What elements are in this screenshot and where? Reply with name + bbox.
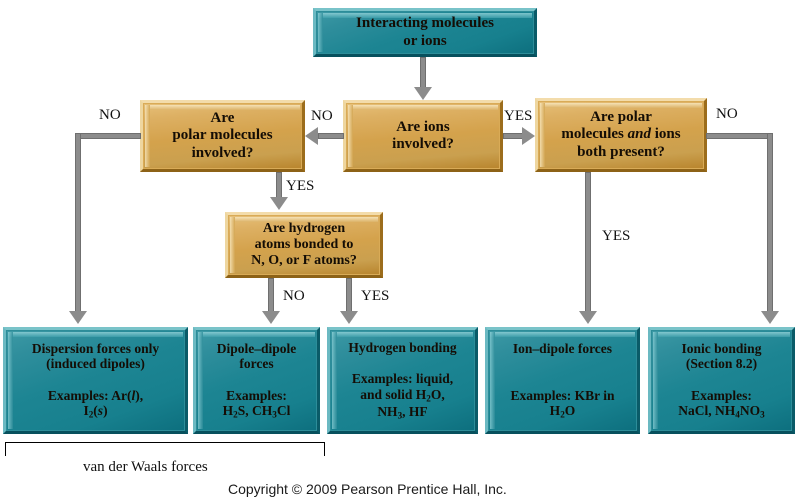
result-iondipole-ex2-sub: 2 xyxy=(560,409,565,420)
arrowhead-ions-no xyxy=(305,127,318,145)
result-dipole-ex-h: H xyxy=(222,403,234,419)
result-dipole-title1: Dipole–dipole xyxy=(216,340,297,356)
connector-polarions-no-vertical xyxy=(767,133,773,313)
result-box-ion-dipole: Ion–dipole forces Examples: KBr in H2O xyxy=(485,327,640,434)
edge-label-polar-yes: YES xyxy=(286,178,315,194)
edge-label-polarions-no: NO xyxy=(716,106,738,122)
decision-polar-line1: Are xyxy=(210,109,235,126)
arrowhead-ions-yes xyxy=(522,127,535,145)
arrowhead-hydrogen-yes xyxy=(340,311,358,324)
result-iondipole-ex2-post: O xyxy=(564,403,576,419)
decision-hydrogen-line1: Are hydrogen xyxy=(262,220,346,236)
result-dipole-ex-s: S, CH xyxy=(237,403,273,419)
decision-polarions-line2-post: ions xyxy=(650,126,681,143)
decision-box-polar-and-ions: Are polar molecules and ions both presen… xyxy=(535,98,707,172)
result-ionic-title2: (Section 8.2) xyxy=(685,356,758,372)
result-hbond-ex3-post: , HF xyxy=(402,403,428,419)
result-dispersion-title1: Dispersion forces only xyxy=(31,340,160,356)
decision-polar-line3: involved? xyxy=(191,144,254,161)
result-ionic-title1: Ionic bonding xyxy=(681,340,762,356)
arrowhead-polar-no xyxy=(69,311,87,324)
arrowhead-hydrogen-no xyxy=(262,311,280,324)
decision-polar-line2: polar molecules xyxy=(172,127,273,144)
result-hbond-ex2-post: O, xyxy=(430,386,445,402)
result-dispersion-ex2-post: ) xyxy=(103,403,108,419)
decision-box-hydrogen-atoms: Are hydrogen atoms bonded to N, O, or F … xyxy=(225,212,383,278)
decision-ions-line2: involved? xyxy=(392,136,454,152)
start-box-interacting-molecules: Interacting molecules or ions xyxy=(313,8,537,57)
result-dispersion-ex2-pre: I xyxy=(83,403,89,419)
edge-label-ions-yes: YES xyxy=(504,108,533,124)
result-ionic-ex2-mid: NO xyxy=(739,403,761,419)
result-iondipole-title1: Ion–dipole forces xyxy=(512,340,613,356)
connector-polarions-yes xyxy=(585,172,591,313)
decision-ions-line1: Are ions xyxy=(396,118,450,135)
result-box-dispersion-forces: Dispersion forces only (induced dipoles)… xyxy=(3,327,188,434)
decision-box-ions-involved: Are ions involved? xyxy=(343,100,503,172)
connector-polar-no-horizontal xyxy=(75,133,141,139)
result-hbond-ex2-pre: and solid H xyxy=(360,386,427,402)
result-dipole-ex-h-sub: 2 xyxy=(233,409,238,420)
result-dipole-ex-cl: Cl xyxy=(276,403,291,419)
result-hbond-ex3-sub: 3 xyxy=(397,410,403,421)
connector-polar-no-vertical xyxy=(75,133,81,313)
connector-start-to-ions xyxy=(420,57,426,89)
result-hbond-ex3-pre: NH xyxy=(377,403,398,419)
result-ionic-ex2-sub1: 4 xyxy=(735,409,740,420)
result-dispersion-ex1-pre: Examples: Ar( xyxy=(47,387,132,403)
result-ionic-ex2-pre: NaCl, NH xyxy=(678,403,736,419)
arrowhead-polarions-no xyxy=(761,311,779,324)
edge-label-polarions-yes: YES xyxy=(602,228,631,244)
decision-polarions-line3: both present? xyxy=(577,143,665,160)
copyright-notice: Copyright © 2009 Pearson Prentice Hall, … xyxy=(228,481,507,497)
connector-hydrogen-no xyxy=(268,278,274,313)
decision-polarions-line2-pre: molecules xyxy=(561,126,628,143)
decision-polarions-line2-italic: and xyxy=(627,126,651,143)
result-dispersion-ex2-sub: 2 xyxy=(88,409,94,420)
connector-polar-yes xyxy=(276,172,282,199)
result-box-dipole-dipole: Dipole–dipole forces Examples: H2S, CH3C… xyxy=(193,327,320,434)
result-box-hydrogen-bonding: Hydrogen bonding Examples: liquid, and s… xyxy=(327,327,478,434)
edge-label-hydrogen-no: NO xyxy=(283,288,305,304)
connector-ions-no xyxy=(318,133,344,139)
van-der-waals-caption: van der Waals forces xyxy=(83,459,208,475)
decision-box-polar-molecules: Are polar molecules involved? xyxy=(140,100,305,172)
decision-hydrogen-line3: N, O, or F atoms? xyxy=(251,253,357,269)
result-dispersion-ex1-post: ), xyxy=(135,387,144,403)
result-hbond-ex1: Examples: liquid, xyxy=(351,371,454,387)
result-dispersion-ex2-mid: ( xyxy=(93,403,98,419)
arrowhead-polarions-yes xyxy=(579,311,597,324)
connector-polarions-no-horizontal xyxy=(706,133,773,139)
result-iondipole-ex1: Examples: KBr in xyxy=(510,387,615,403)
result-ionic-ex-label: Examples: xyxy=(691,387,752,403)
edge-label-polar-no: NO xyxy=(99,107,121,123)
result-dispersion-ex2-italic: s xyxy=(97,403,104,419)
decision-polarions-line1: Are polar xyxy=(590,108,652,125)
van-der-waals-bracket xyxy=(5,442,325,456)
result-iondipole-ex2-pre: H xyxy=(549,403,561,419)
edge-label-ions-no: NO xyxy=(311,108,333,124)
start-box-line2: or ions xyxy=(403,32,447,49)
decision-hydrogen-line2: atoms bonded to xyxy=(254,236,354,252)
arrowhead-polar-yes xyxy=(270,197,288,210)
result-dispersion-ex1-italic: l xyxy=(131,387,136,403)
connector-ions-yes xyxy=(503,133,525,139)
result-ionic-ex2-sub2: 3 xyxy=(760,409,765,420)
result-box-ionic-bonding: Ionic bonding (Section 8.2) Examples: Na… xyxy=(648,327,795,434)
result-dipole-ex-label: Examples: xyxy=(226,387,287,403)
result-hbond-ex2-sub: 2 xyxy=(426,393,431,404)
result-hbond-title1: Hydrogen bonding xyxy=(348,339,457,355)
arrowhead-start-to-ions xyxy=(414,87,432,100)
edge-label-hydrogen-yes: YES xyxy=(361,288,390,304)
connector-hydrogen-yes xyxy=(346,278,352,313)
result-dipole-ex-c-sub: 3 xyxy=(272,409,277,420)
start-box-line1: Interacting molecules xyxy=(356,15,494,32)
result-dipole-title2: forces xyxy=(239,356,274,372)
result-dispersion-title2: (induced dipoles) xyxy=(46,356,145,372)
